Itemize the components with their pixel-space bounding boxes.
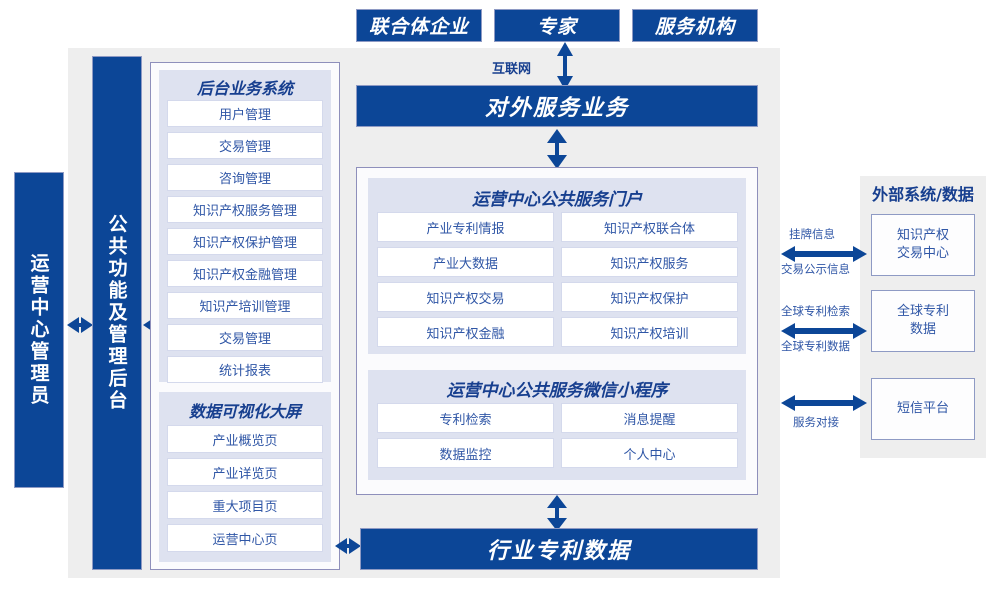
backend-item[interactable]: 知识产权服务管理 (167, 196, 323, 223)
dataviz-item[interactable]: 产业概览页 (167, 425, 323, 453)
portal-item[interactable]: 知识产权培训 (561, 317, 738, 347)
portal-item[interactable]: 知识产权交易 (377, 282, 554, 312)
miniprogram-item[interactable]: 专利检索 (377, 403, 554, 433)
internet-label: 互联网 (492, 62, 532, 77)
admin-to-backend-arrow-icon (67, 317, 93, 333)
portal-item[interactable]: 产业专利情报 (377, 212, 554, 242)
data-visualization-title: 数据可视化大屏 (188, 402, 301, 421)
external-box-global-patent-data[interactable]: 全球专利 数据 (871, 290, 975, 352)
actor-consortium-enterprise[interactable]: 联合体企业 (356, 9, 482, 42)
portal-item[interactable]: 知识产权联合体 (561, 212, 738, 242)
external-box-line2: 交易中心 (896, 246, 949, 261)
external-box-ip-trading-center[interactable]: 知识产权 交易中心 (871, 214, 975, 276)
portal-item[interactable]: 产业大数据 (377, 247, 554, 277)
external-box-sms-platform[interactable]: 短信平台 (871, 378, 975, 440)
actor-service-organization[interactable]: 服务机构 (632, 9, 758, 42)
external-service-business-bar[interactable]: 对外服务业务 (356, 85, 758, 127)
sidebar-item-operations-center-admin[interactable]: 运营中心管理员 (14, 172, 64, 488)
portal-to-industry-data-arrow-icon (547, 495, 567, 531)
service-to-portal-arrow-icon (547, 129, 567, 169)
portal-item[interactable]: 知识产权保护 (561, 282, 738, 312)
dataviz-item[interactable]: 运营中心页 (167, 524, 323, 552)
backend-item[interactable]: 交易管理 (167, 324, 323, 351)
dataviz-item[interactable]: 重大项目页 (167, 491, 323, 519)
external-box-line1: 短信平台 (896, 401, 949, 417)
portal-title: 运营中心公共服务门户 (472, 189, 642, 210)
dataviz-item[interactable]: 产业详览页 (167, 458, 323, 486)
backend-item[interactable]: 知识产权保护管理 (167, 228, 323, 255)
sidebar-item-public-function-admin-backend[interactable]: 公共功能及管理后台 (92, 56, 142, 570)
external-systems-title: 外部系统/数据 (872, 185, 974, 204)
connector-label-global-patent-search: 全球专利检索 (781, 304, 850, 318)
actor-expert[interactable]: 专家 (494, 9, 620, 42)
column-to-industry-data-arrow-icon (335, 538, 361, 554)
internet-arrow-icon (557, 42, 573, 90)
external-box-line1: 知识产权 (896, 228, 949, 244)
portal-item[interactable]: 知识产权服务 (561, 247, 738, 277)
backend-item[interactable]: 交易管理 (167, 132, 323, 159)
external-connector-arrow-icon (781, 323, 867, 339)
backend-business-system-title: 后台业务系统 (196, 79, 293, 98)
backend-item[interactable]: 用户管理 (167, 100, 323, 127)
external-box-line1: 全球专利 (896, 304, 949, 320)
external-connector-arrow-icon (781, 395, 867, 411)
miniprogram-item[interactable]: 数据监控 (377, 438, 554, 468)
industry-patent-data-bar[interactable]: 行业专利数据 (360, 528, 758, 570)
miniprogram-item[interactable]: 消息提醒 (561, 403, 738, 433)
backend-item[interactable]: 知识产培训管理 (167, 292, 323, 319)
backend-item[interactable]: 统计报表 (167, 356, 323, 383)
backend-item[interactable]: 知识产权金融管理 (167, 260, 323, 287)
connector-label-listing-info: 挂牌信息 (789, 227, 835, 241)
portal-item[interactable]: 知识产权金融 (377, 317, 554, 347)
connector-label-transaction-publicity: 交易公示信息 (781, 262, 850, 276)
connector-label-service-docking: 服务对接 (793, 415, 839, 429)
backend-item[interactable]: 咨询管理 (167, 164, 323, 191)
miniprogram-item[interactable]: 个人中心 (561, 438, 738, 468)
miniprogram-title: 运营中心公共服务微信小程序 (446, 380, 668, 401)
external-connector-arrow-icon (781, 246, 867, 262)
external-box-line2: 数据 (909, 322, 936, 337)
connector-label-global-patent-data: 全球专利数据 (781, 339, 850, 353)
